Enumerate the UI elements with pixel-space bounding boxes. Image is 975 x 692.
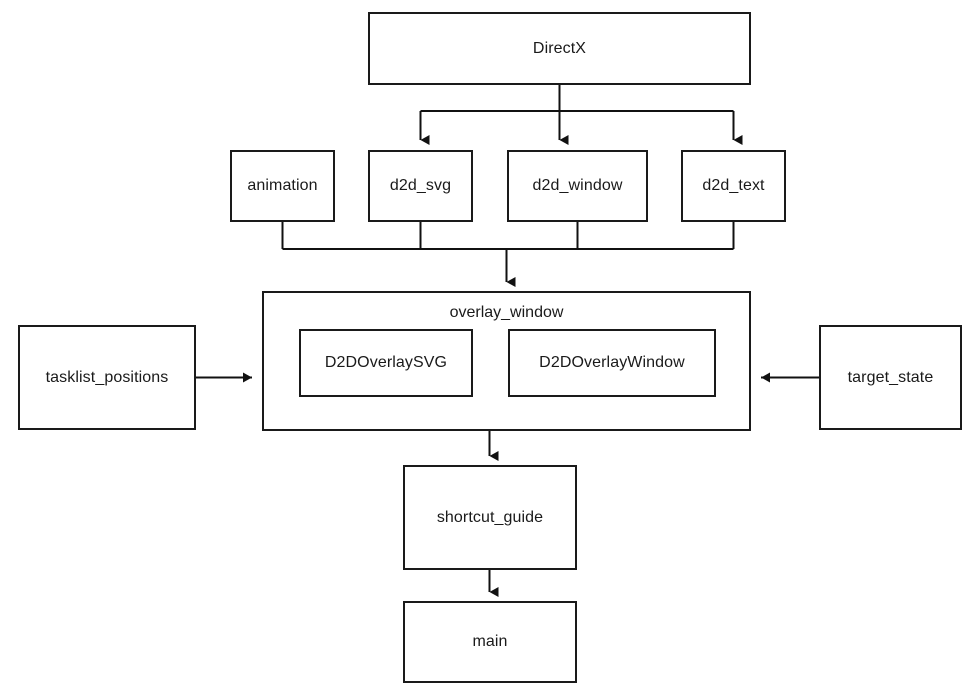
node-directx[interactable]: DirectX (368, 12, 751, 85)
node-d2d-overlay-svg[interactable]: D2DOverlaySVG (299, 329, 473, 397)
node-d2d-overlay-window-label: D2DOverlayWindow (539, 354, 685, 372)
node-d2d-window-label: d2d_window (532, 177, 623, 195)
node-d2d-overlay-svg-label: D2DOverlaySVG (324, 354, 448, 372)
node-d2d-svg[interactable]: d2d_svg (368, 150, 473, 222)
node-directx-label: DirectX (532, 39, 587, 57)
node-target-state-label: target_state (847, 368, 934, 386)
node-animation[interactable]: animation (230, 150, 335, 222)
node-tasklist-positions-label: tasklist_positions (45, 368, 169, 386)
node-shortcut-guide[interactable]: shortcut_guide (403, 465, 577, 570)
node-d2d-window[interactable]: d2d_window (507, 150, 648, 222)
group-overlay-window-label: overlay_window (449, 304, 564, 321)
node-d2d-text-label: d2d_text (702, 177, 765, 195)
node-main-label: main (472, 633, 508, 651)
node-tasklist-positions[interactable]: tasklist_positions (18, 325, 196, 430)
node-d2d-svg-label: d2d_svg (389, 177, 452, 195)
node-d2d-overlay-window[interactable]: D2DOverlayWindow (508, 329, 716, 397)
node-shortcut-guide-label: shortcut_guide (436, 508, 544, 526)
node-animation-label: animation (247, 177, 318, 195)
node-target-state[interactable]: target_state (819, 325, 962, 430)
node-d2d-text[interactable]: d2d_text (681, 150, 786, 222)
node-main[interactable]: main (403, 601, 577, 683)
